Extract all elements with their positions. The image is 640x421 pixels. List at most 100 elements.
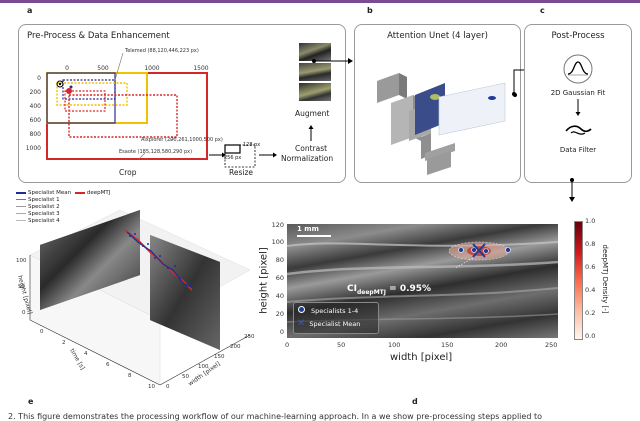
deepmtj-track xyxy=(124,229,193,291)
crop-y-tick-4: 800 xyxy=(30,131,42,138)
telemed-label: Telemed (88,120,446,223 px) xyxy=(125,48,199,54)
legend-item-specialist-1: Specialist 1 xyxy=(16,197,110,204)
ci-text: CI xyxy=(347,284,357,294)
width-tick-150: 150 xyxy=(214,354,225,360)
width-tick-200: 200 xyxy=(230,344,241,350)
specialist-markers xyxy=(458,247,511,254)
x-tick-250: 250 xyxy=(545,341,558,349)
panel-a: Pre-Process & Data Enhancement 0 500 100… xyxy=(18,24,346,183)
contrast-label-1: Contrast xyxy=(295,144,328,153)
panel-b-letter: b xyxy=(367,6,373,15)
width-tick-0: 0 xyxy=(166,384,170,390)
telemed-crop xyxy=(62,79,116,100)
panel-d-image: 1 mm CIdeepMTJ = 0.95% Specialists 1-4 ✕… xyxy=(287,224,558,338)
legend-specialists-row: Specialists 1-4 xyxy=(298,306,378,315)
x-tick-200: 200 xyxy=(495,341,508,349)
panel-d-legend: Specialists 1-4 ✕Specialist Mean xyxy=(293,302,379,334)
figure-caption: 2. This figure demonstrates the processi… xyxy=(8,412,542,421)
x-tick-100: 100 xyxy=(388,341,401,349)
legend-mean-row: ✕Specialist Mean xyxy=(297,318,361,329)
panel-c-letter: c xyxy=(540,6,545,15)
legend-specialist-mean-label: Specialist Mean xyxy=(28,190,72,196)
panel-d-x-ticks: 0 50 100 150 200 250 xyxy=(285,341,558,351)
colorbar-tick-1: 1.0 xyxy=(585,217,596,225)
aixplorer-label: Aixplorer (200,261,1000,500 px) xyxy=(141,137,223,143)
panel-c-title: Post-Process xyxy=(551,31,605,41)
ci-subscript: deepMTJ xyxy=(356,288,386,296)
crop-axis-ticks: 0 500 1000 1500 0 200 400 600 800 1000 xyxy=(26,65,209,152)
scale-bar-label: 1 mm xyxy=(297,225,319,233)
y-tick-20: 20 xyxy=(275,310,284,318)
time-tick-8: 8 xyxy=(128,373,132,379)
legend-specialists-label: Specialists 1-4 xyxy=(311,307,359,315)
panel-d-letter: d xyxy=(412,397,418,406)
legend-specialist-1-label: Specialist 1 xyxy=(28,197,60,203)
resize-dim-width: 256 px xyxy=(224,155,242,161)
crop-x-tick-0: 0 xyxy=(65,65,69,72)
legend-item-specialist-4: Specialist 4 xyxy=(16,218,110,225)
y-tick-40: 40 xyxy=(275,292,284,300)
gaussian-fit-label: 2D Gaussian Fit xyxy=(550,89,606,97)
colorbar-tick-06: 0.6 xyxy=(585,263,596,271)
data-filter-icon xyxy=(565,125,592,135)
augment-image-stack xyxy=(299,43,331,101)
x-tick-150: 150 xyxy=(441,341,454,349)
arrow-c-to-d xyxy=(569,178,575,202)
panel-e-letter: e xyxy=(28,397,34,406)
fit-to-filter-arrow xyxy=(575,99,581,116)
legend-specialist-4-label: Specialist 4 xyxy=(28,218,60,224)
width-tick-100: 100 xyxy=(198,364,209,370)
gaussian-fit-icon xyxy=(563,54,593,84)
output-map xyxy=(438,82,506,136)
esaote-crop xyxy=(64,90,106,112)
colorbar-tick-08: 0.8 xyxy=(585,240,596,248)
augment-image-3 xyxy=(299,83,331,101)
width-tick-50: 50 xyxy=(182,374,189,380)
panel-d-ylabel: height [pixel] xyxy=(258,247,270,314)
resize-target xyxy=(224,144,241,154)
x-tick-50: 50 xyxy=(337,341,346,349)
panel-d-xlabel: width [pixel] xyxy=(390,352,453,363)
legend-deepmtj-label: deepMTJ xyxy=(86,190,111,196)
arrow-a-to-b xyxy=(312,58,353,64)
y-tick-120: 120 xyxy=(271,221,284,229)
colorbar-label: deepMTJ Density [-] xyxy=(601,244,609,314)
width-tick-250: 250 xyxy=(244,334,255,340)
crop-x-tick-2: 1000 xyxy=(144,65,159,72)
x-tick-0: 0 xyxy=(285,341,290,349)
panel-a-letter: a xyxy=(27,6,33,15)
crop-y-tick-3: 600 xyxy=(30,117,42,124)
crop-y-tick-0: 0 xyxy=(37,75,41,82)
colorbar xyxy=(574,221,583,340)
y-tick-60: 60 xyxy=(275,274,284,282)
crop-x-tick-3: 1500 xyxy=(193,65,208,72)
legend-item-specialist-mean: Specialist Mean deepMTJ xyxy=(16,190,110,197)
time-tick-10: 10 xyxy=(148,384,155,390)
unet-diagram xyxy=(377,73,517,175)
augment-image-1 xyxy=(299,43,331,61)
crop-y-tick-1: 200 xyxy=(30,89,42,96)
time-tick-0: 0 xyxy=(40,329,44,335)
ci-value: = 0.95% xyxy=(389,284,432,294)
data-filter-label: Data Filter xyxy=(559,146,597,154)
panel-e-3d-plot: 100 50 0 0 2 4 6 8 10 0 50 100 150 200 2… xyxy=(16,209,255,390)
telemed-origin xyxy=(56,80,64,88)
aixplorer-origin xyxy=(66,88,72,94)
panel-d-overlay xyxy=(287,235,558,323)
colorbar-tick-02: 0.2 xyxy=(585,309,596,317)
crop-label: Crop xyxy=(119,168,137,177)
legend-mean-label: Specialist Mean xyxy=(309,320,361,328)
panel-c: Post-Process 2D Gaussian Fit Data Filter xyxy=(524,24,632,183)
legend-specialist-3-label: Specialist 3 xyxy=(28,211,60,217)
height-tick-50: 50 xyxy=(18,284,25,290)
specialist-mean-track xyxy=(126,231,194,289)
panel-e-legend: Specialist Mean deepMTJ Specialist 1 Spe… xyxy=(16,190,110,225)
panel-b: Attention Unet (4 layer) xyxy=(354,24,521,183)
y-tick-80: 80 xyxy=(275,256,284,264)
legend-specialist-2-label: Specialist 2 xyxy=(28,204,60,210)
crop-x-tick-1: 500 xyxy=(97,65,109,72)
legend-item-specialist-2: Specialist 2 xyxy=(16,204,110,211)
y-tick-100: 100 xyxy=(271,238,284,246)
augment-label: Augment xyxy=(295,109,330,118)
resize-label: Resize xyxy=(229,168,254,177)
